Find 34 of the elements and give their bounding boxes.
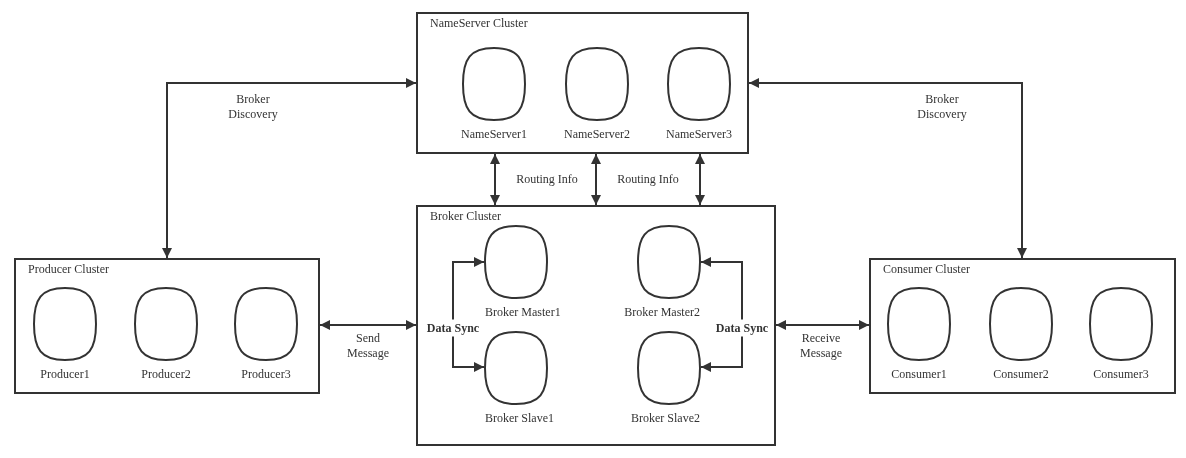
node-label: Producer2 <box>140 367 192 381</box>
node-label: Producer1 <box>39 367 91 381</box>
cluster-title: Producer Cluster <box>28 262 109 277</box>
cluster-box <box>416 12 749 154</box>
node-label: Consumer2 <box>992 367 1050 381</box>
arrow <box>162 78 417 259</box>
arrow <box>319 320 417 330</box>
node-label: Consumer3 <box>1092 367 1150 381</box>
node-label: Producer3 <box>240 367 292 381</box>
node-label: Consumer1 <box>890 367 948 381</box>
arrow <box>700 257 743 372</box>
node-label: NameServer2 <box>563 127 631 141</box>
cluster-box <box>869 258 1176 394</box>
arrow <box>490 153 500 206</box>
cluster-title: Consumer Cluster <box>883 262 970 277</box>
cluster-title: Broker Cluster <box>430 209 501 224</box>
cluster-box <box>416 205 776 446</box>
arrow <box>452 257 485 372</box>
edge-label: Routing Info <box>616 171 680 187</box>
cluster-box <box>14 258 320 394</box>
arrow <box>591 153 601 206</box>
node-label: Broker Master1 <box>485 305 561 319</box>
edge-label: Data Sync <box>425 319 481 337</box>
node-label: NameServer3 <box>665 127 733 141</box>
node-label: Broker Slave1 <box>485 411 554 425</box>
node-label: Broker Master2 <box>624 305 700 319</box>
node-label: NameServer1 <box>460 127 528 141</box>
cluster-title: NameServer Cluster <box>430 16 528 31</box>
arrow <box>748 78 1027 259</box>
arrow <box>775 320 870 330</box>
arrow <box>695 153 705 206</box>
node-label: Broker Slave2 <box>631 411 700 425</box>
edge-label: Data Sync <box>714 319 770 337</box>
edge-label: Routing Info <box>515 171 579 187</box>
